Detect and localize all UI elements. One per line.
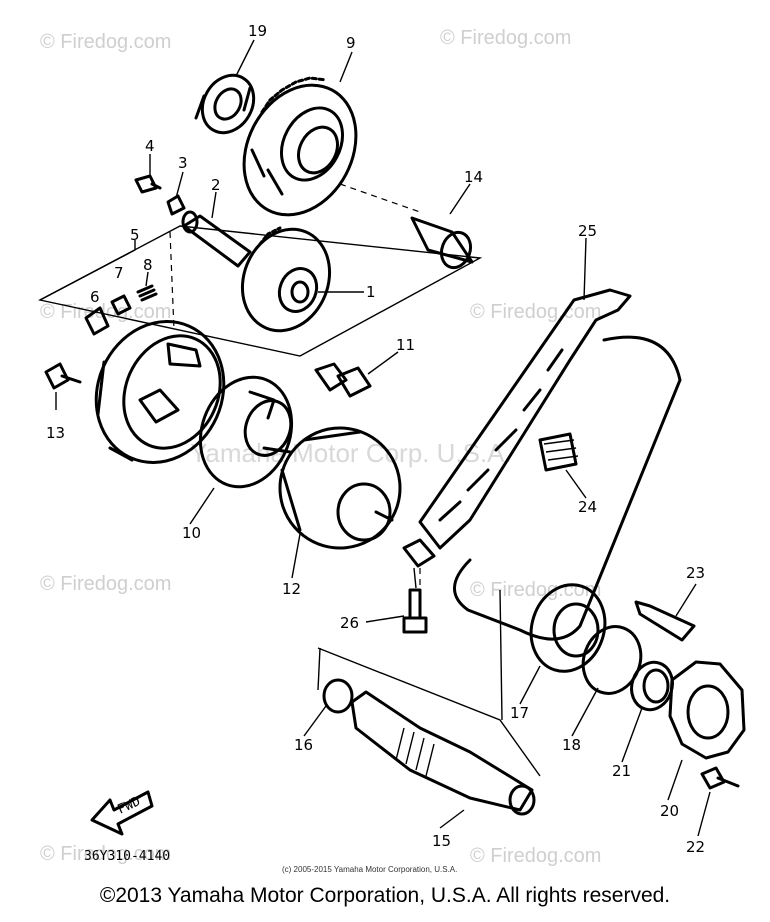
part-18-o-ring — [581, 625, 643, 695]
callout-17: 17 — [510, 704, 529, 722]
callout-2: 2 — [211, 176, 221, 194]
part-13-bolt — [44, 362, 82, 390]
watermark: © Firedog.com — [40, 573, 171, 595]
callout-1: 1 — [366, 283, 376, 301]
part-14-bushing — [410, 216, 474, 270]
callout-9: 9 — [346, 34, 356, 52]
callout-24: 24 — [578, 498, 597, 516]
callout-5: 5 — [130, 226, 140, 244]
watermark: © Firedog.com — [440, 27, 571, 49]
center-watermark: Yamaha Motor Corp. U.S.A. — [190, 438, 512, 468]
chain-loop — [453, 335, 682, 641]
watermark: © Firedog.com — [470, 579, 601, 601]
part-10-hub — [198, 375, 294, 489]
part-20-retainer-plate — [668, 660, 746, 760]
part-3-plate — [166, 194, 186, 216]
part-24-sprocket — [538, 432, 579, 472]
callout-3: 3 — [178, 154, 188, 172]
callout-7: 7 — [114, 264, 124, 282]
part-26-bolt — [402, 588, 428, 634]
callout-11: 11 — [396, 336, 415, 354]
part-12-clutch-drum — [278, 426, 402, 550]
part-25-chain-guide — [402, 288, 632, 568]
callout-4: 4 — [145, 137, 155, 155]
callout-18: 18 — [562, 736, 581, 754]
diagram-code: 36Y310-4140 — [84, 849, 170, 864]
callout-16: 16 — [294, 736, 313, 754]
watermark: © Firedog.com — [470, 301, 601, 323]
callout-labels: 19 9 4 3 2 14 5 25 7 8 6 1 11 13 10 24 1… — [46, 22, 705, 856]
part-1-idler-gear — [240, 226, 332, 333]
footer-copyright: ©2013 Yamaha Motor Corporation, U.S.A. A… — [99, 884, 671, 907]
part-2-shaft — [181, 210, 252, 268]
callout-26: 26 — [340, 614, 359, 632]
part-15-shaft — [350, 690, 536, 816]
part-11-rollers — [314, 362, 372, 398]
part-9-gear — [242, 76, 358, 217]
leader-lines — [39, 39, 711, 837]
callout-20: 20 — [660, 802, 679, 820]
part-22-bolt — [700, 766, 740, 790]
watermark: © Firedog.com — [40, 843, 171, 865]
callout-21: 21 — [612, 762, 631, 780]
part-23-pin — [634, 600, 696, 642]
callout-12: 12 — [282, 580, 301, 598]
part-4-bolt — [134, 174, 162, 194]
part-5-clutch-housing — [94, 320, 226, 464]
assembly-lines — [37, 183, 541, 777]
watermark: © Firedog.com — [470, 845, 601, 867]
callout-14: 14 — [464, 168, 483, 186]
callout-10: 10 — [182, 524, 201, 542]
watermark: © Firedog.com — [40, 31, 171, 53]
callout-22: 22 — [686, 838, 705, 856]
callout-15: 15 — [432, 832, 451, 850]
watermark-layer: © Firedog.com © Firedog.com © Firedog.co… — [40, 27, 601, 867]
part-16-bushing — [322, 678, 354, 714]
callout-23: 23 — [686, 564, 705, 582]
callout-13: 13 — [46, 424, 65, 442]
part-19-bearing — [194, 73, 256, 135]
forward-arrow-icon: FWD — [90, 790, 154, 836]
callout-6: 6 — [90, 288, 100, 306]
callout-25: 25 — [578, 222, 597, 240]
callout-19: 19 — [248, 22, 267, 40]
part-17-bearing — [529, 583, 607, 673]
small-copyright: (c) 2005-2015 Yamaha Motor Corporation, … — [282, 865, 457, 874]
callout-8: 8 — [143, 256, 153, 274]
